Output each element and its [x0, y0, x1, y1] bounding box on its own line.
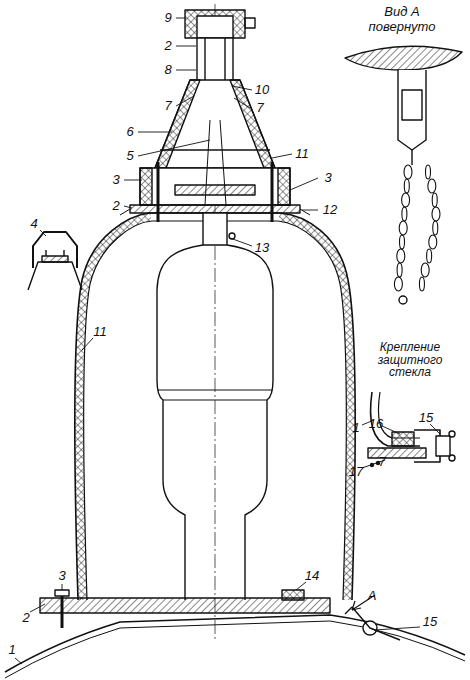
callout-number: 8	[164, 63, 171, 77]
callout-number: 2	[112, 199, 119, 213]
callout-number: 7	[164, 99, 171, 113]
view-caption: повернуто	[369, 20, 436, 34]
callout-number: 14	[305, 569, 319, 583]
callout-number: 2	[22, 611, 29, 625]
leader-line	[15, 18, 440, 664]
cap-body	[155, 80, 275, 168]
callout-number: 9	[164, 11, 171, 25]
callout-number: 2	[164, 39, 171, 53]
detail-clip	[28, 232, 82, 290]
callout-number: 6	[126, 125, 133, 139]
housing-surface	[5, 615, 465, 672]
callout-number: A	[368, 589, 377, 603]
callout-number: 17	[349, 465, 363, 479]
callout-number: 11	[93, 325, 107, 339]
callout-number: 13	[255, 241, 269, 255]
callout-number: 11	[295, 147, 309, 161]
callout-number: 15	[419, 411, 433, 425]
callout-number: 3	[324, 171, 331, 185]
nut-screw	[245, 18, 255, 28]
flange-plate	[130, 205, 300, 213]
gland-nut	[185, 10, 245, 38]
seal-ring	[282, 590, 304, 600]
callout-number: 3	[112, 173, 119, 187]
callout-number: 3	[58, 569, 65, 583]
callout-number: 15	[423, 615, 437, 629]
view-caption: Крепление защитного стекла	[356, 341, 464, 379]
callout-number: 16	[369, 417, 383, 431]
protective-glass	[75, 213, 356, 600]
clamp-ring	[140, 168, 290, 205]
callout-number: 1	[352, 421, 359, 435]
callout-number: 12	[323, 203, 337, 217]
callout-number: 7	[256, 101, 263, 115]
callout-number: 5	[126, 149, 133, 163]
lamp-socket	[203, 213, 227, 245]
callout-number: 10	[255, 83, 269, 97]
view-caption: Вид А	[384, 5, 419, 19]
lamp-bulb	[157, 245, 273, 600]
callout-number: 7	[378, 455, 385, 469]
glass-fixing-detail	[362, 392, 455, 468]
callout-number: 4	[30, 217, 37, 231]
callout-number: 1	[8, 643, 15, 657]
view-a-detail	[345, 46, 462, 304]
